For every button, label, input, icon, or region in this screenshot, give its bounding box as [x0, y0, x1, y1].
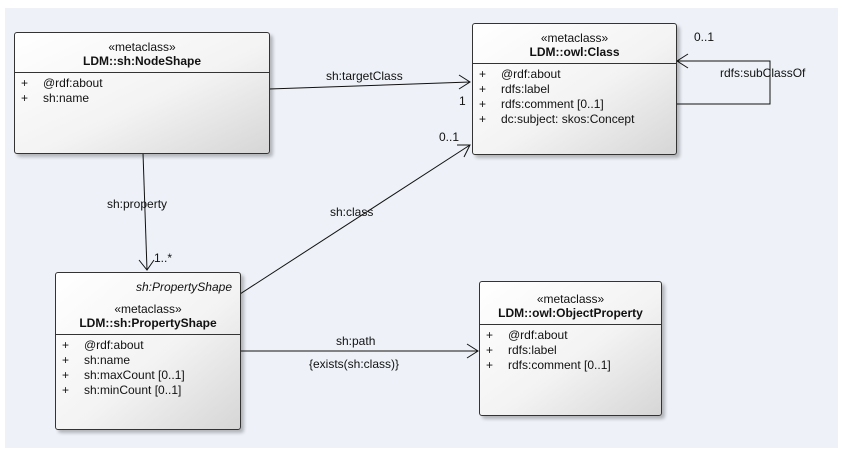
- object-property-attributes: +@rdf:about +rdfs:label +rdfs:comment [0…: [480, 325, 661, 373]
- sub-class-of-line[interactable]: [676, 60, 771, 105]
- attribute-row[interactable]: +sh:name: [21, 91, 90, 105]
- owl-class-name: LDM::owl:Class: [529, 45, 620, 59]
- sub-class-of-multiplicity: 0..1: [694, 30, 715, 44]
- class-multiplicity: 0..1: [439, 130, 460, 144]
- object-property-stereotype: «metaclass»: [536, 292, 605, 306]
- object-property-header: «metaclass» LDM::owl:ObjectProperty: [480, 282, 661, 325]
- class-property-shape[interactable]: sh:PropertyShape «metaclass» LDM::sh:Pro…: [55, 272, 241, 430]
- attribute-row[interactable]: +rdfs:comment [0..1]: [486, 358, 611, 372]
- target-class-label: sh:targetClass: [326, 69, 403, 83]
- node-shape-attributes: +@rdf:about +sh:name: [15, 73, 269, 106]
- property-label: sh:property: [107, 197, 168, 211]
- owl-class-stereotype: «metaclass»: [540, 31, 609, 45]
- path-arrowhead: [466, 343, 479, 359]
- target-class-multiplicity: 1: [459, 94, 466, 108]
- target-class-line[interactable]: [268, 81, 471, 90]
- property-shape-name: LDM::sh:PropertyShape: [79, 316, 217, 330]
- class-label: sh:class: [330, 205, 374, 219]
- owl-class-header: «metaclass» LDM::owl:Class: [473, 24, 676, 64]
- property-shape-attributes: +@rdf:about +sh:name +sh:maxCount [0..1]…: [56, 335, 240, 398]
- class-object-property[interactable]: «metaclass» LDM::owl:ObjectProperty +@rd…: [479, 281, 662, 416]
- node-shape-stereotype: «metaclass»: [108, 40, 176, 54]
- attribute-row[interactable]: +@rdf:about: [21, 76, 103, 90]
- attribute-row[interactable]: +sh:maxCount [0..1]: [62, 368, 185, 382]
- node-shape-header: «metaclass» LDM::sh:NodeShape: [15, 33, 269, 73]
- path-label: sh:path: [336, 334, 376, 348]
- class-line[interactable]: [239, 144, 471, 295]
- attribute-row[interactable]: +sh:minCount [0..1]: [62, 383, 182, 397]
- property-shape-tag: sh:PropertyShape: [135, 280, 232, 294]
- sub-class-of-arrowhead: [676, 53, 689, 69]
- property-shape-stereotype: «metaclass»: [114, 302, 182, 316]
- property-shape-header: sh:PropertyShape «metaclass» LDM::sh:Pro…: [56, 273, 240, 335]
- node-shape-name: LDM::sh:NodeShape: [83, 54, 201, 68]
- attribute-row[interactable]: +rdfs:label: [486, 343, 557, 357]
- sub-class-of-label: rdfs:subClassOf: [720, 66, 806, 80]
- attribute-row[interactable]: +@rdf:about: [486, 328, 568, 342]
- path-constraint: {exists(sh:class)}: [309, 357, 400, 371]
- attribute-row[interactable]: +dc:subject: skos:Concept: [479, 112, 635, 126]
- class-arrowhead: [457, 144, 471, 158]
- attribute-row[interactable]: +@rdf:about: [62, 338, 144, 352]
- property-multiplicity: 1..*: [154, 251, 173, 265]
- target-class-arrowhead: [458, 74, 471, 90]
- owl-class-attributes: +@rdf:about +rdfs:label +rdfs:comment [0…: [473, 64, 676, 127]
- attribute-row[interactable]: +@rdf:about: [479, 67, 561, 81]
- property-line[interactable]: [142, 152, 148, 271]
- class-node-shape[interactable]: «metaclass» LDM::sh:NodeShape +@rdf:abou…: [14, 32, 270, 154]
- property-arrowhead: [138, 259, 155, 271]
- attribute-row[interactable]: +sh:name: [62, 353, 131, 367]
- class-owl-class[interactable]: «metaclass» LDM::owl:Class +@rdf:about +…: [472, 23, 677, 155]
- object-property-name: LDM::owl:ObjectProperty: [498, 306, 643, 320]
- attribute-row[interactable]: +rdfs:comment [0..1]: [479, 97, 604, 111]
- attribute-row[interactable]: +rdfs:label: [479, 82, 550, 96]
